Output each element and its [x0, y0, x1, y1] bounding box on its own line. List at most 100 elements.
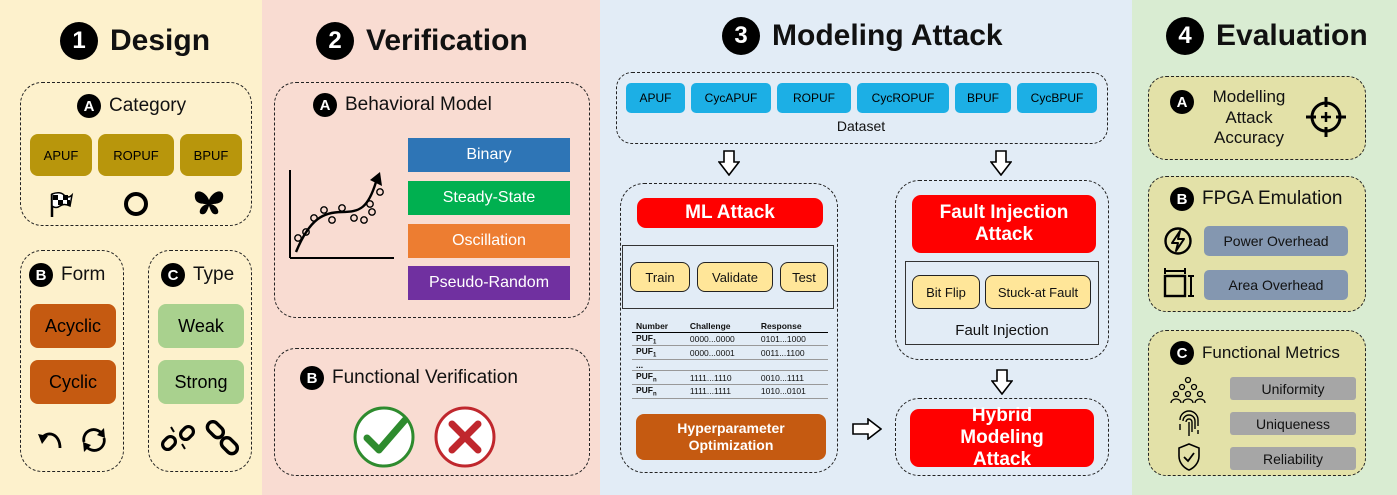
table-header: Challenge	[685, 320, 757, 333]
model-pseudo-random: Pseudo-Random	[408, 266, 570, 300]
people-group-icon	[1170, 376, 1206, 404]
behavioral-model-box	[274, 82, 590, 318]
dataset-label: Dataset	[836, 118, 886, 134]
fingerprint-icon	[1179, 410, 1199, 436]
checkered-flag-icon	[50, 191, 74, 217]
check-icon	[353, 406, 415, 468]
ml-steps-frame	[622, 245, 834, 309]
accuracy-letter: A	[1170, 90, 1194, 114]
type-title: Type	[193, 264, 235, 285]
down-arrow-icon	[990, 150, 1012, 176]
category-item: APUF	[30, 134, 92, 176]
cycle-arrows-icon	[82, 428, 106, 452]
metric-reliability: Reliability	[1230, 447, 1356, 470]
dataset-item: APUF	[626, 83, 685, 113]
metrics-letter: C	[1170, 341, 1194, 365]
hybrid-attack-title: Hybrid Modeling Attack	[910, 405, 1094, 470]
type-item: Strong	[158, 360, 244, 404]
ml-attack-box	[620, 183, 838, 473]
table-header: Number	[632, 320, 686, 333]
step-number: 4	[1166, 17, 1204, 55]
arc-arrow-icon	[38, 432, 62, 449]
behavioral-letter: A	[313, 93, 337, 117]
verification-title: Verification	[366, 24, 528, 57]
functional-verification-header: B Functional Verification	[300, 366, 518, 390]
dataset-box	[616, 72, 1108, 144]
step-number: 2	[316, 22, 354, 60]
accuracy-title: Modelling Attack Accuracy	[1212, 87, 1286, 148]
crosshair-icon	[1306, 97, 1346, 137]
table-cell	[685, 359, 757, 372]
dataset-item: BPUF	[955, 83, 1011, 113]
ml-step-train: Train	[630, 262, 690, 292]
type-letter: C	[161, 263, 185, 287]
right-arrow-icon	[852, 418, 882, 440]
dataset-item: CycAPUF	[691, 83, 771, 113]
fpga-title: FPGA Emulation	[1202, 188, 1343, 209]
ring-icon	[124, 192, 148, 216]
category-title: Category	[109, 95, 187, 116]
power-overhead: Power Overhead	[1204, 226, 1348, 256]
evaluation-header: 4 Evaluation	[1166, 17, 1368, 55]
table-cell: PUF1	[632, 332, 686, 347]
dataset-item: CycBPUF	[1017, 83, 1097, 113]
table-cell: PUF1	[632, 345, 686, 360]
ml-attack-title: ML Attack	[637, 198, 823, 228]
step-number: 1	[60, 22, 98, 60]
power-icon	[1164, 227, 1192, 255]
category-item: BPUF	[180, 134, 242, 176]
table-cell	[756, 359, 828, 372]
fault-injection-frame	[905, 261, 1099, 345]
form-title: Form	[61, 264, 106, 285]
model-oscillation: Oscillation	[408, 224, 570, 258]
fault-stuck-at: Stuck-at Fault	[985, 275, 1091, 309]
form-item: Cyclic	[30, 360, 116, 404]
ml-step-validate: Validate	[697, 262, 773, 292]
hyperparameter-optimization: Hyperparameter Optimization	[636, 414, 826, 460]
step-number: 3	[722, 17, 760, 55]
metric-uniqueness: Uniqueness	[1230, 412, 1356, 435]
design-header: 1 Design	[60, 22, 210, 60]
metric-uniformity: Uniformity	[1230, 377, 1356, 400]
modeling-attack-title: Modeling Attack	[772, 19, 1003, 52]
table-cell: 0101...1000	[756, 332, 828, 347]
metrics-header: C Functional Metrics	[1170, 341, 1340, 365]
dataset-item: CycROPUF	[857, 83, 949, 113]
table-cell: 0010...1111	[756, 370, 828, 386]
type-header: C Type	[161, 263, 234, 287]
table-header-row: Number Challenge Response	[632, 320, 828, 333]
table-cell: 1111...1111	[685, 384, 757, 399]
table-row: ...	[632, 359, 828, 372]
down-arrow-icon	[991, 369, 1013, 395]
area-icon	[1163, 268, 1194, 298]
model-steady-state: Steady-State	[408, 181, 570, 215]
ml-step-test: Test	[780, 262, 828, 292]
category-box	[20, 82, 252, 226]
category-header: A Category	[77, 94, 186, 118]
broken-link-icon	[160, 424, 196, 452]
model-binary: Binary	[408, 138, 570, 172]
curve-fit-plot-icon	[289, 170, 394, 259]
link-icon	[205, 420, 240, 456]
metrics-title: Functional Metrics	[1202, 343, 1340, 362]
butterfly-icon	[194, 191, 224, 215]
category-item: ROPUF	[98, 134, 174, 176]
table-cell: 0000...0000	[685, 332, 757, 347]
functional-verification-title: Functional Verification	[332, 367, 518, 388]
fpga-header: B FPGA Emulation	[1170, 187, 1342, 211]
modeling-attack-header: 3 Modeling Attack	[722, 17, 1003, 55]
table-cell: 0000...0001	[685, 345, 757, 360]
area-overhead: Area Overhead	[1204, 270, 1348, 300]
form-item: Acyclic	[30, 304, 116, 348]
table-cell: 1010...0101	[756, 384, 828, 399]
fault-bit-flip: Bit Flip	[912, 275, 980, 309]
fpga-letter: B	[1170, 187, 1194, 211]
table-header: Response	[756, 320, 828, 333]
fault-injection-title: Fault Injection Attack	[912, 195, 1096, 253]
dataset-item: ROPUF	[777, 83, 851, 113]
table-cell: 0011...1100	[756, 345, 828, 360]
